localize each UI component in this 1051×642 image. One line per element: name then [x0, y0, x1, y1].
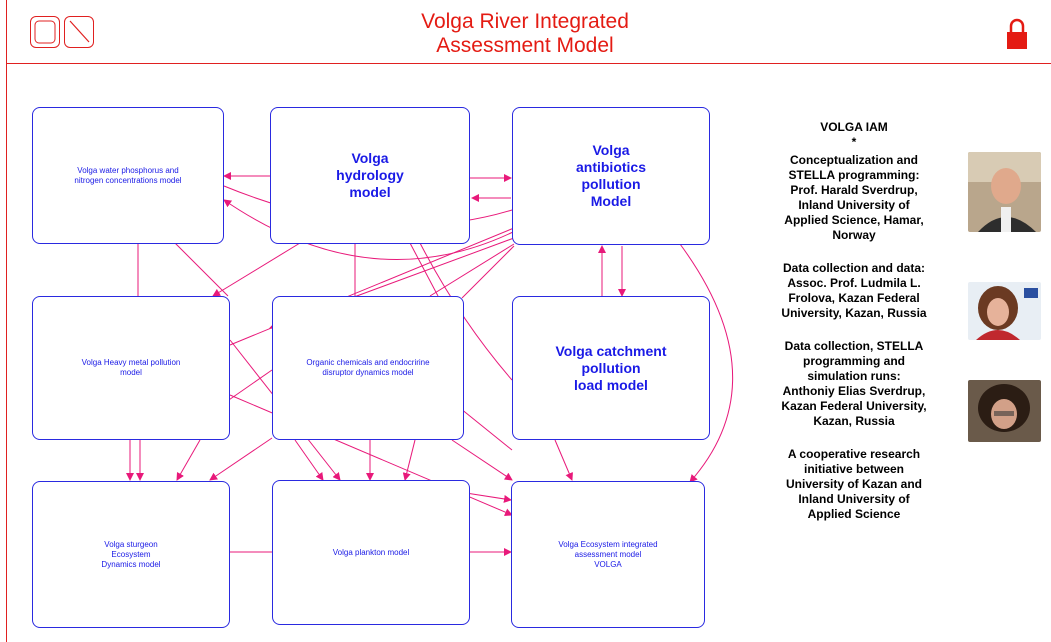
- portrait-photo-1: [968, 152, 1041, 232]
- box-line: disruptor dynamics model: [322, 368, 414, 377]
- box-line: Volga catchment: [555, 342, 667, 359]
- box-line: pollution: [581, 176, 641, 192]
- credits-conceptualization: Conceptualization and STELLA programming…: [784, 153, 924, 242]
- credits-programming: Data collection, STELLA programming and …: [781, 339, 927, 428]
- box-line: Organic chemicals and endocririne: [306, 358, 430, 367]
- ecosystem-integrated-assessment-box[interactable]: Volga Ecosystem integrated assessment mo…: [511, 481, 705, 628]
- title-line-2: Assessment Model: [436, 34, 614, 57]
- box-line: Volga sturgeon: [104, 539, 158, 549]
- box-line: model: [349, 184, 391, 200]
- box-line: Model: [590, 193, 632, 209]
- box-line: antibiotics: [575, 159, 646, 175]
- credits-panel: VOLGA IAM * Conceptualization and STELLA…: [745, 120, 963, 540]
- hydrology-model-box[interactable]: Volga hydrology model: [270, 107, 470, 244]
- diagonal-button-icon[interactable]: [64, 16, 94, 48]
- phosphorus-nitrogen-model-box[interactable]: Volga water phosphorus and nitrogen conc…: [32, 107, 224, 244]
- box-line: assessment model: [574, 549, 642, 559]
- box-line: model: [120, 368, 142, 377]
- lock-icon[interactable]: [1004, 17, 1030, 51]
- credits-cooperation: A cooperative research initiative betwee…: [785, 447, 923, 521]
- box-line: pollution: [581, 359, 641, 376]
- box-line: Volga: [592, 142, 630, 158]
- box-line: load model: [574, 376, 648, 393]
- title-line-1: Volga River Integrated: [421, 10, 629, 33]
- header-divider: [6, 63, 1051, 64]
- portrait-photo-2: [968, 282, 1041, 340]
- portrait-photo-3: [968, 380, 1041, 442]
- page-title: Volga River Integrated Assessment Model: [330, 10, 720, 58]
- antibiotics-pollution-model-box[interactable]: Volga antibiotics pollution Model: [512, 107, 710, 245]
- credits-data-collection: Data collection and data: Assoc. Prof. L…: [781, 261, 927, 320]
- box-line: nitrogen concentrations model: [74, 175, 182, 185]
- page-frame: [6, 0, 1051, 642]
- square-button-icon[interactable]: [30, 16, 60, 48]
- box-line: Volga water phosphorus and: [77, 165, 179, 175]
- box-line: VOLGA: [594, 559, 622, 569]
- plankton-model-box[interactable]: Volga plankton model: [272, 480, 470, 625]
- box-line: Volga Ecosystem integrated: [558, 539, 658, 549]
- box-line: Volga: [351, 150, 389, 166]
- heavy-metal-pollution-model-box[interactable]: Volga Heavy metal pollution model: [32, 296, 230, 440]
- credits-heading: VOLGA IAM *: [820, 120, 888, 149]
- box-line: Volga plankton model: [332, 547, 410, 557]
- box-line: Volga Heavy metal pollution: [81, 358, 181, 367]
- box-line: Ecosystem: [111, 549, 151, 559]
- box-line: Dynamics model: [101, 559, 161, 569]
- sturgeon-ecosystem-model-box[interactable]: Volga sturgeon Ecosystem Dynamics model: [32, 481, 230, 628]
- box-line: hydrology: [336, 167, 404, 183]
- catchment-pollution-load-model-box[interactable]: Volga catchment pollution load model: [512, 296, 710, 440]
- organic-chemicals-model-box[interactable]: Organic chemicals and endocririne disrup…: [272, 296, 464, 440]
